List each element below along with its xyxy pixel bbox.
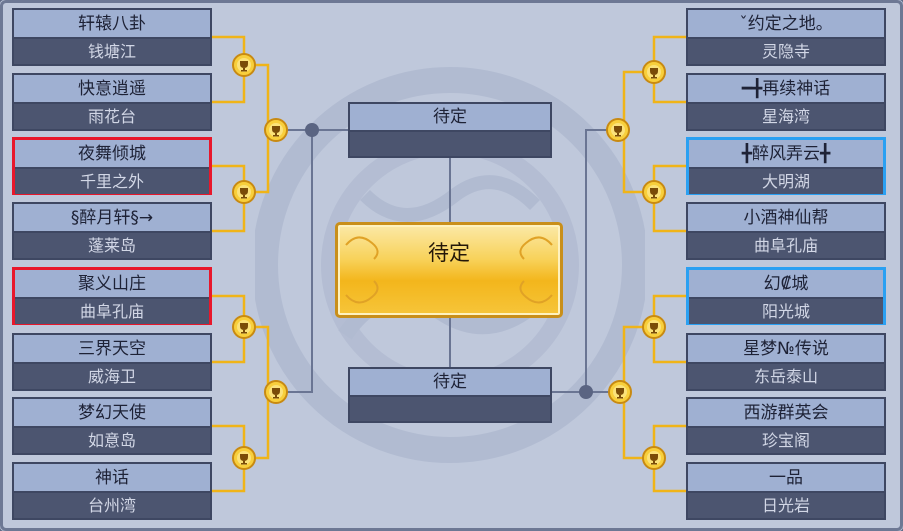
- team-server: 蓬莱岛: [14, 233, 210, 258]
- final-name: 待定: [428, 241, 470, 265]
- team-server: 阳光城: [689, 299, 883, 324]
- team-server: 星海湾: [688, 104, 884, 129]
- team-name: 夜舞倾城: [15, 140, 209, 169]
- trophy-icon: [264, 380, 288, 404]
- junction-dot-left: [305, 123, 319, 137]
- left-team-7[interactable]: 梦幻天使如意岛: [12, 397, 212, 455]
- team-name: 轩辕八卦: [14, 10, 210, 39]
- team-server: 日光岩: [688, 493, 884, 518]
- junction-dot-right: [579, 385, 593, 399]
- team-server: 珍宝阁: [688, 428, 884, 453]
- right-team-4[interactable]: 小酒神仙帮曲阜孔庙: [686, 202, 886, 260]
- semifinal-top-name: 待定: [350, 104, 550, 132]
- team-server: 如意岛: [14, 428, 210, 453]
- trophy-icon: [642, 180, 666, 204]
- team-name: 一品: [688, 464, 884, 493]
- team-server: 曲阜孔庙: [15, 299, 209, 324]
- team-name: 神话: [14, 464, 210, 493]
- trophy-icon: [642, 60, 666, 84]
- trophy-icon: [608, 380, 632, 404]
- team-server: 东岳泰山: [688, 364, 884, 389]
- trophy-icon: [232, 315, 256, 339]
- team-name: 星梦№传说: [688, 335, 884, 364]
- left-team-6[interactable]: 三界天空威海卫: [12, 333, 212, 391]
- trophy-icon: [232, 53, 256, 77]
- team-name: §醉月轩§→: [14, 204, 210, 233]
- left-team-8[interactable]: 神话台州湾: [12, 462, 212, 520]
- left-team-3[interactable]: 夜舞倾城千里之外: [12, 137, 212, 195]
- team-name: 聚义山庄: [15, 270, 209, 299]
- team-server: 曲阜孔庙: [688, 233, 884, 258]
- team-name: ╋醉风弄云╋: [689, 140, 883, 169]
- right-team-6[interactable]: 星梦№传说东岳泰山: [686, 333, 886, 391]
- team-name: 幻₡城: [689, 270, 883, 299]
- team-server: 灵隐寺: [688, 39, 884, 64]
- left-team-4[interactable]: §醉月轩§→蓬莱岛: [12, 202, 212, 260]
- left-team-5[interactable]: 聚义山庄曲阜孔庙: [12, 267, 212, 325]
- semifinal-bottom-name: 待定: [350, 369, 550, 397]
- trophy-icon: [264, 118, 288, 142]
- team-server: 雨花台: [14, 104, 210, 129]
- trophy-icon: [606, 118, 630, 142]
- left-team-1[interactable]: 轩辕八卦钱塘江: [12, 8, 212, 66]
- team-server: 威海卫: [14, 364, 210, 389]
- final-slot[interactable]: 待定: [335, 222, 563, 318]
- semifinal-top-server: [350, 132, 550, 156]
- right-team-5[interactable]: 幻₡城阳光城: [686, 267, 886, 325]
- left-team-2[interactable]: 快意逍遥雨花台: [12, 73, 212, 131]
- team-server: 钱塘江: [14, 39, 210, 64]
- team-name: 梦幻天使: [14, 399, 210, 428]
- final-cloud-ornament: [345, 236, 553, 304]
- right-team-3[interactable]: ╋醉风弄云╋大明湖: [686, 137, 886, 195]
- trophy-icon: [642, 315, 666, 339]
- right-team-8[interactable]: 一品日光岩: [686, 462, 886, 520]
- team-name: 三界天空: [14, 335, 210, 364]
- team-name: ˇ约定之地。: [688, 10, 884, 39]
- left-to-semi-bottom: [280, 130, 313, 393]
- right-team-2[interactable]: ━╋再续神话星海湾: [686, 73, 886, 131]
- team-name: 小酒神仙帮: [688, 204, 884, 233]
- trophy-icon: [232, 446, 256, 470]
- semifinal-top-slot[interactable]: 待定: [348, 102, 552, 158]
- team-server: 大明湖: [689, 169, 883, 194]
- team-server: 台州湾: [14, 493, 210, 518]
- right-team-1[interactable]: ˇ约定之地。灵隐寺: [686, 8, 886, 66]
- team-name: 西游群英会: [688, 399, 884, 428]
- right-team-7[interactable]: 西游群英会珍宝阁: [686, 397, 886, 455]
- trophy-icon: [232, 180, 256, 204]
- team-name: ━╋再续神话: [688, 75, 884, 104]
- team-server: 千里之外: [15, 169, 209, 194]
- semifinal-bottom-slot[interactable]: 待定: [348, 367, 552, 423]
- team-name: 快意逍遥: [14, 75, 210, 104]
- trophy-icon: [642, 446, 666, 470]
- semifinal-bottom-server: [350, 397, 550, 421]
